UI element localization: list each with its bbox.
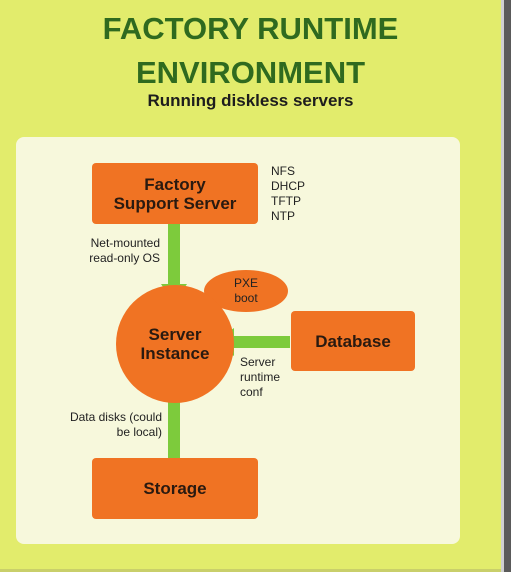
- edge-label-data-disks: Data disks (could be local): [69, 410, 162, 439]
- services-list: NFS DHCP TFTP NTP: [271, 164, 305, 224]
- service-item: DHCP: [271, 179, 306, 193]
- server-instance-node: Server Instance: [116, 285, 234, 403]
- storage-node: Storage: [92, 458, 258, 519]
- service-item: NTP: [271, 209, 295, 223]
- server-instance-label: Server Instance: [140, 325, 210, 363]
- window-edge: [501, 0, 511, 572]
- edge-label-net-mounted: Net-mounted read-only OS: [89, 236, 160, 265]
- database-label: Database: [315, 331, 391, 351]
- factory-support-server-node: Factory Support Server: [92, 163, 258, 224]
- page-title-line-2: ENVIRONMENT: [135, 55, 366, 90]
- database-node: Database: [291, 311, 415, 371]
- bottom-border: [0, 569, 501, 572]
- page-subtitle: Running diskless servers: [147, 91, 354, 110]
- factory-support-server-label: Factory Support Server: [113, 174, 237, 213]
- page-title-line-1: FACTORY RUNTIME: [102, 11, 399, 46]
- service-item: NFS: [271, 164, 295, 178]
- storage-label: Storage: [143, 479, 207, 498]
- pxe-boot-label: PXE boot: [233, 276, 258, 305]
- edge-label-server-runtime-conf: Server runtime conf: [240, 355, 281, 399]
- service-item: TFTP: [271, 194, 301, 208]
